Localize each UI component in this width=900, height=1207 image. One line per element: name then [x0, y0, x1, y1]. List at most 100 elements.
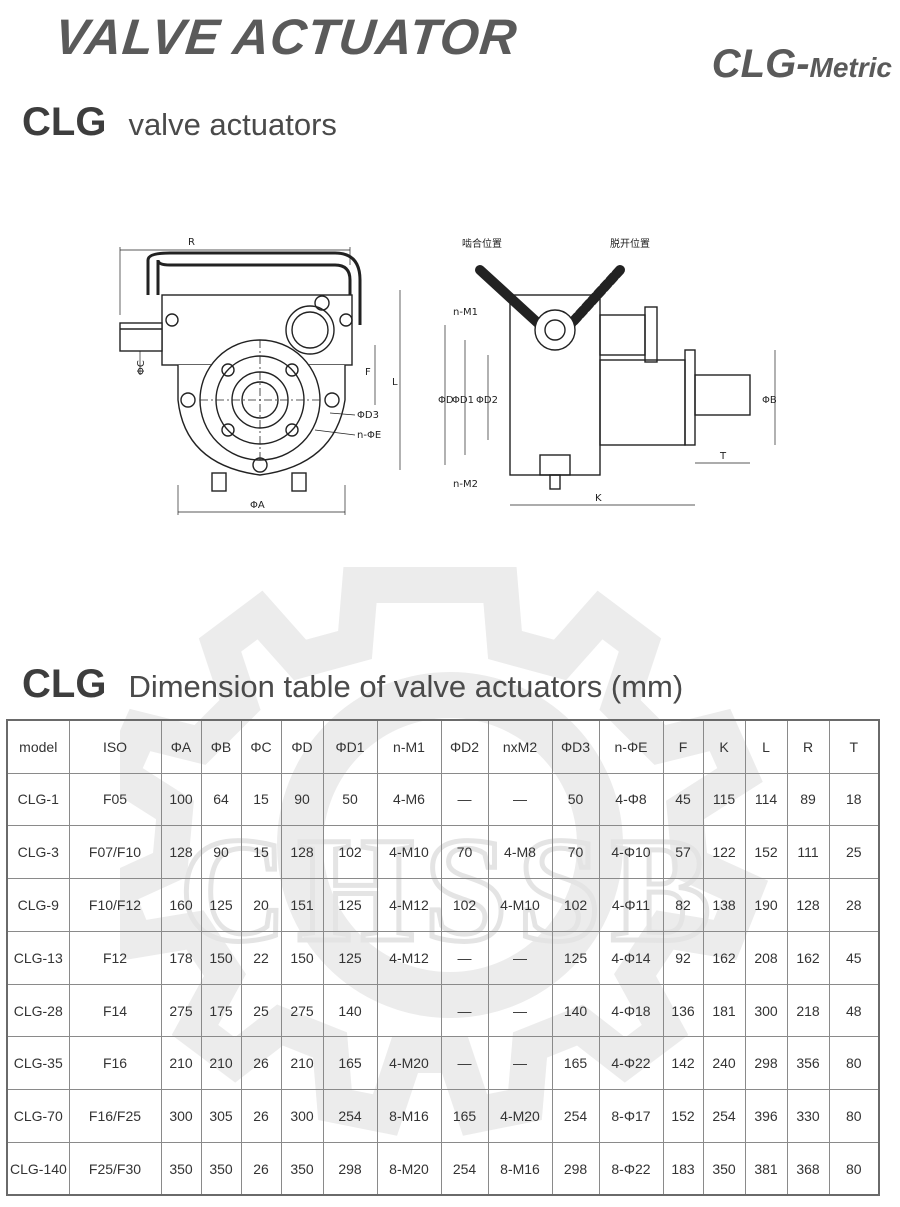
table-cell: 4-Φ11: [598, 878, 664, 932]
table-cell: 90: [200, 825, 242, 880]
column-header: L: [744, 719, 788, 774]
table-cell: 25: [240, 983, 282, 1038]
table-cell: 125: [551, 930, 600, 985]
table-cell: [376, 983, 442, 1038]
table-cell: 305: [200, 1089, 242, 1144]
column-header: ΦD1: [322, 719, 378, 774]
table-cell: —: [440, 1036, 489, 1091]
table-cell: 152: [662, 1089, 704, 1144]
column-header: n-ΦE: [598, 719, 664, 774]
table-cell: 92: [662, 930, 704, 985]
table-heading: CLG Dimension table of valve actuators (…: [22, 662, 683, 707]
table-cell: 254: [702, 1089, 746, 1144]
table-cell: 26: [240, 1089, 282, 1144]
table-cell: 136: [662, 983, 704, 1038]
table-heading-description: Dimension table of valve actuators (mm): [128, 669, 684, 704]
table-cell: 160: [160, 878, 202, 932]
series-code: CLG-: [711, 42, 810, 86]
table-cell: 8-Φ22: [598, 1142, 664, 1196]
label-t: T: [719, 451, 727, 462]
label-phi-c: ΦC: [136, 360, 147, 375]
table-cell: 4-M10: [376, 825, 442, 880]
label-closed-position: 啮合位置: [462, 237, 502, 250]
table-cell: 4-M12: [376, 878, 442, 932]
table-cell: 115: [702, 772, 746, 827]
label-k: K: [595, 493, 602, 504]
table-cell: 48: [828, 983, 880, 1038]
table-cell: 178: [160, 930, 202, 985]
table-cell: 80: [828, 1142, 880, 1196]
table-cell: 4-Φ10: [598, 825, 664, 880]
table-cell: 8-M20: [376, 1142, 442, 1196]
table-cell: 26: [240, 1036, 282, 1091]
table-cell: —: [487, 772, 553, 827]
table-cell: F05: [68, 772, 162, 827]
table-cell: F10/F12: [68, 878, 162, 932]
table-cell: 396: [744, 1089, 788, 1144]
table-cell: 162: [702, 930, 746, 985]
table-cell: 82: [662, 878, 704, 932]
table-cell: 4-Φ8: [598, 772, 664, 827]
label-r: R: [188, 237, 195, 248]
table-cell: F12: [68, 930, 162, 985]
table-cell: F25/F30: [68, 1142, 162, 1196]
intro-heading: CLG valve actuators: [22, 100, 337, 145]
front-view: [119, 247, 401, 515]
table-cell: 350: [160, 1142, 202, 1196]
table-cell: —: [487, 930, 553, 985]
table-cell: 210: [200, 1036, 242, 1091]
table-cell: CLG-1: [6, 772, 70, 827]
page-title: VALVE ACTUATOR: [52, 9, 521, 65]
technical-drawing: R ΦC F L ΦD3 n-ΦE ΦA 啮合位置 脱开位置 n-M1 ΦD Φ…: [119, 237, 777, 515]
label-n-phi-e: n-ΦE: [357, 430, 381, 441]
table-cell: 45: [662, 772, 704, 827]
table-cell: 70: [551, 825, 600, 880]
table-cell: 8-M16: [376, 1089, 442, 1144]
table-cell: 356: [786, 1036, 830, 1091]
label-n-m2: n-M2: [453, 479, 478, 490]
label-phi-b: ΦB: [762, 395, 777, 406]
table-cell: 70: [440, 825, 489, 880]
column-header: ΦD3: [551, 719, 600, 774]
table-cell: —: [440, 930, 489, 985]
table-heading-code: CLG: [22, 662, 107, 706]
table-cell: 4-M6: [376, 772, 442, 827]
table-cell: CLG-140: [6, 1142, 70, 1196]
table-cell: 4-Φ14: [598, 930, 664, 985]
table-cell: 50: [322, 772, 378, 827]
column-header: ΦB: [200, 719, 242, 774]
column-header: T: [828, 719, 880, 774]
table-cell: 300: [744, 983, 788, 1038]
table-cell: 80: [828, 1036, 880, 1091]
table-cell: 208: [744, 930, 788, 985]
table-cell: 90: [280, 772, 324, 827]
table-cell: 22: [240, 930, 282, 985]
column-header: K: [702, 719, 746, 774]
table-cell: 300: [280, 1089, 324, 1144]
table-cell: 165: [322, 1036, 378, 1091]
column-header: ISO: [68, 719, 162, 774]
table-cell: 142: [662, 1036, 704, 1091]
table-cell: 15: [240, 772, 282, 827]
table-cell: 4-M20: [487, 1089, 553, 1144]
intro-code: CLG: [22, 100, 107, 144]
label-l: L: [392, 377, 398, 388]
table-cell: 8-M16: [487, 1142, 553, 1196]
side-view: [444, 265, 776, 506]
column-header: F: [662, 719, 704, 774]
table-cell: 128: [280, 825, 324, 880]
label-f: F: [365, 367, 371, 378]
table-cell: 183: [662, 1142, 704, 1196]
table-cell: 138: [702, 878, 746, 932]
table-cell: 102: [322, 825, 378, 880]
side-view-labels: 啮合位置 脱开位置 n-M1 ΦD ΦD1 ΦD2 n-M2 ΦB T K: [438, 237, 777, 504]
table-cell: 381: [744, 1142, 788, 1196]
table-cell: 254: [322, 1089, 378, 1144]
